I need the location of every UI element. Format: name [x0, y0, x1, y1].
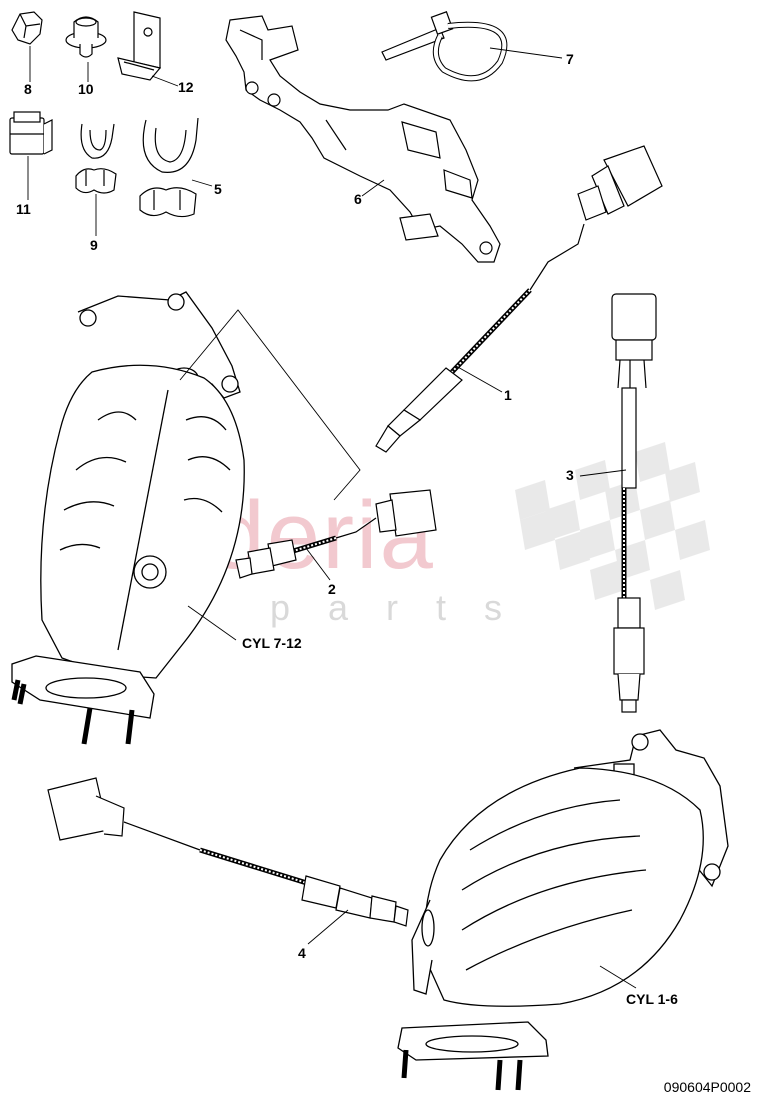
oxygen-sensor-part-3: [611, 293, 657, 713]
callout-11: 11: [16, 201, 31, 217]
callout-2: 2: [328, 581, 336, 597]
bracket-clip-part-12: [117, 11, 162, 81]
callout-3: 3: [566, 467, 574, 483]
clip-part-8: [11, 11, 43, 45]
callout-1: 1: [504, 387, 512, 403]
callout-8: 8: [24, 81, 32, 97]
oxygen-sensor-part-2: [235, 489, 437, 579]
callout-9: 9: [90, 237, 98, 253]
cable-tie-part-7: [381, 11, 508, 82]
oxygen-sensor-part-4: [47, 777, 409, 927]
callout-12: 12: [178, 79, 194, 95]
drawing-number: 090604P0002: [663, 1079, 751, 1095]
oxygen-sensor-part-1: [375, 145, 663, 453]
catalytic-converter-cyl-1-6: [397, 729, 729, 1091]
callout-10: 10: [78, 81, 94, 97]
bracket-part-6: [225, 15, 501, 263]
callout-cyl-7-12: CYL 7-12: [242, 635, 302, 651]
callout-5: 5: [214, 181, 222, 197]
hose-clip-part-9: [75, 123, 117, 194]
callout-4: 4: [298, 945, 306, 961]
callout-7: 7: [566, 51, 574, 67]
checkered-flag-watermark: [515, 442, 710, 610]
callout-cyl-1-6: CYL 1-6: [626, 991, 678, 1007]
callout-6: 6: [354, 191, 362, 207]
hose-clip-part-5: [139, 117, 199, 218]
catalytic-converter-cyl-7-12: [11, 291, 245, 745]
push-rivet-part-10: [65, 16, 107, 58]
connector-clip-part-11: [9, 111, 53, 155]
leader-lines: [27, 46, 637, 989]
